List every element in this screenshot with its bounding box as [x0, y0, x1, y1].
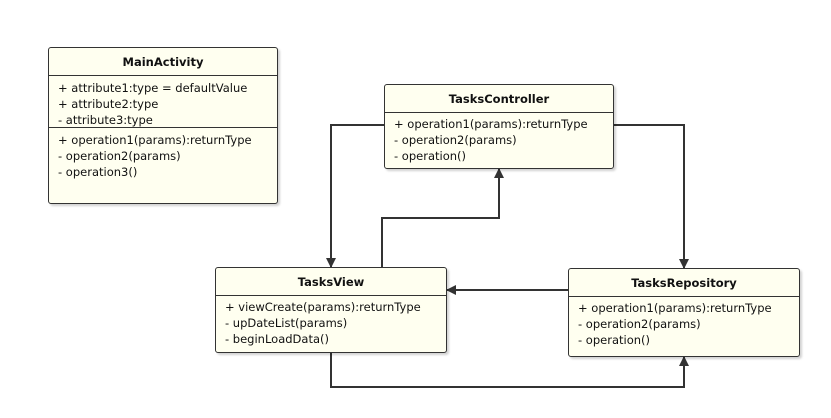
connector-view-to-controller[interactable]: [381, 168, 504, 267]
operation-3: - operation(): [394, 149, 466, 163]
class-name: TasksRepository: [569, 269, 799, 297]
connector-controller-to-repository[interactable]: [614, 124, 689, 269]
class-tasksrepository[interactable]: TasksRepository + operation1(params):ret…: [568, 268, 800, 357]
operation-2: - operation2(params): [394, 133, 517, 147]
class-mainactivity[interactable]: MainActivity + attribute1:type = default…: [48, 47, 278, 204]
connector-controller-to-view[interactable]: [326, 124, 384, 268]
operation-2: - upDateList(params): [225, 316, 348, 330]
operation-1: + operation1(params):returnType: [394, 117, 588, 131]
class-name: TasksView: [216, 268, 446, 296]
class-taskscontroller[interactable]: TasksController + operation1(params):ret…: [384, 84, 614, 169]
operation-3: - operation(): [578, 333, 650, 347]
attribute-1: + attribute1:type = defaultValue: [58, 81, 248, 95]
class-name: MainActivity: [49, 48, 277, 76]
attribute-3: - attribute3:type: [58, 113, 153, 127]
operations-compartment: + operation1(params):returnType - operat…: [49, 127, 277, 183]
operation-3: - beginLoadData(): [225, 332, 329, 346]
operations-compartment: + operation1(params):returnType - operat…: [569, 297, 799, 351]
operations-compartment: + viewCreate(params):returnType - upDate…: [216, 296, 446, 350]
connector-view-to-repository[interactable]: [330, 353, 689, 388]
class-tasksview[interactable]: TasksView + viewCreate(params):returnTyp…: [215, 267, 447, 353]
operation-1: + operation1(params):returnType: [578, 301, 772, 315]
attributes-compartment: + attribute1:type = defaultValue + attri…: [49, 76, 277, 127]
operation-2: - operation2(params): [58, 149, 181, 163]
operation-1: + operation1(params):returnType: [58, 133, 252, 147]
attribute-2: + attribute2:type: [58, 97, 159, 111]
operation-1: + viewCreate(params):returnType: [225, 300, 421, 314]
class-name: TasksController: [385, 85, 613, 113]
operations-compartment: + operation1(params):returnType - operat…: [385, 113, 613, 167]
operation-2: - operation2(params): [578, 317, 701, 331]
operation-3: - operation3(): [58, 165, 138, 179]
